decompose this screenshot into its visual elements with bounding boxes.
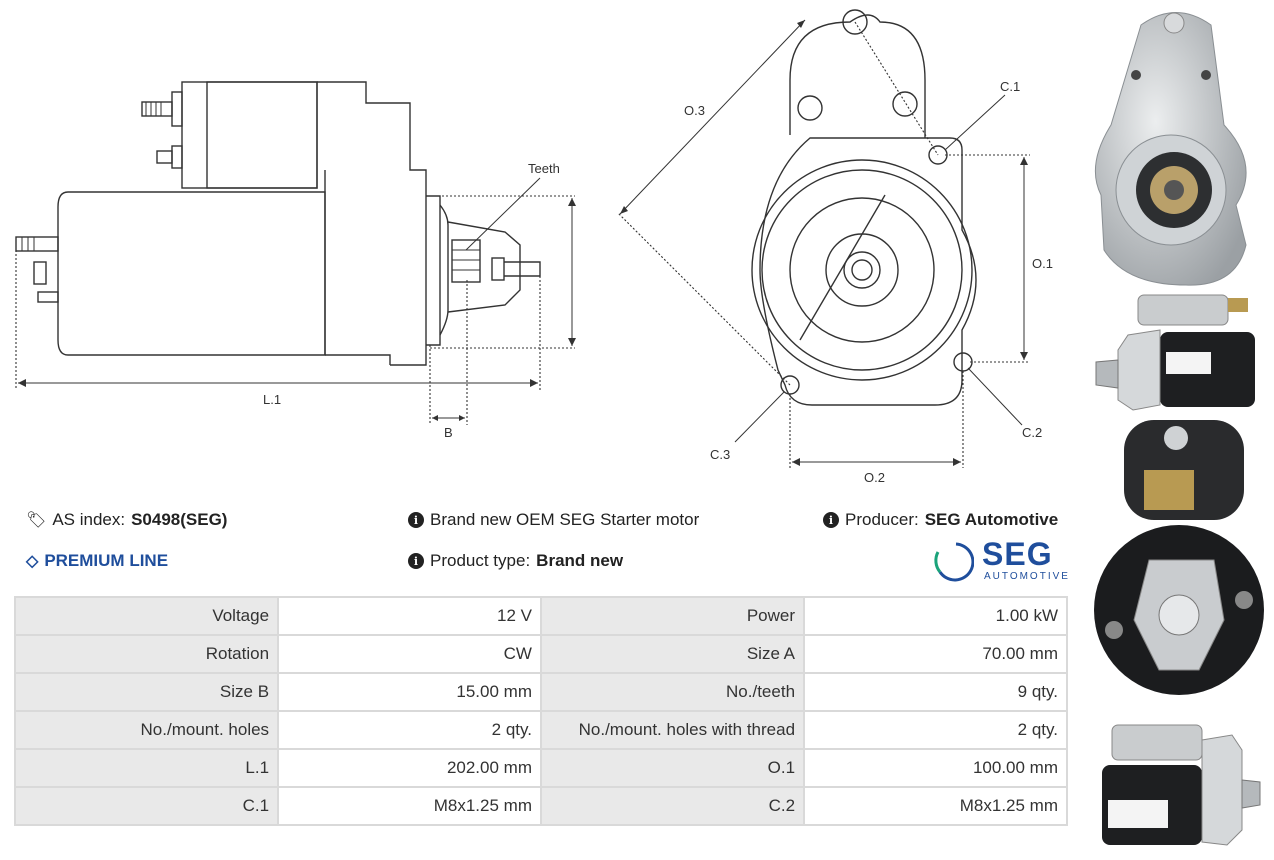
spec-key: Voltage xyxy=(16,598,278,634)
producer-value: SEG Automotive xyxy=(924,510,1059,529)
product-photo-front[interactable] xyxy=(1086,5,1266,290)
as-index-value: S0498(SEG) xyxy=(131,510,228,529)
product-type-label: Product type: xyxy=(430,551,531,570)
producer-label: Producer: xyxy=(845,510,919,529)
diamond-icon: ◇ xyxy=(26,553,39,570)
spec-key: Size A xyxy=(541,636,804,672)
spec-value: 15.00 mm xyxy=(279,674,540,710)
spec-value: 2 qty. xyxy=(805,712,1066,748)
spec-key: No./mount. holes with thread xyxy=(541,712,804,748)
producer: i Producer: SEG Automotive xyxy=(823,510,1058,530)
spec-value: 202.00 mm xyxy=(279,750,540,786)
spec-key: No./mount. holes xyxy=(16,712,278,748)
spec-key: C.2 xyxy=(541,788,804,824)
dim-label-c3: C.3 xyxy=(710,447,730,462)
spec-value: 12 V xyxy=(279,598,540,634)
info-icon: i xyxy=(408,553,424,569)
spec-value: M8x1.25 mm xyxy=(805,788,1066,824)
info-icon: i xyxy=(823,512,839,528)
dim-label-o2: O.2 xyxy=(864,470,885,485)
spec-key: Power xyxy=(541,598,804,634)
product-photo-side[interactable] xyxy=(1088,290,1258,415)
spec-value: 2 qty. xyxy=(279,712,540,748)
spec-value: 9 qty. xyxy=(805,674,1066,710)
dim-label-c2: C.2 xyxy=(1022,425,1042,440)
spec-key: Rotation xyxy=(16,636,278,672)
info-icon: i xyxy=(408,512,424,528)
product-type-value: Brand new xyxy=(536,551,624,570)
spec-value: M8x1.25 mm xyxy=(279,788,540,824)
spec-value: CW xyxy=(279,636,540,672)
motor-body xyxy=(57,191,326,356)
seg-logo-subtext: AUTOMOTIVE xyxy=(984,571,1070,582)
spec-value: 70.00 mm xyxy=(805,636,1066,672)
spec-key: No./teeth xyxy=(541,674,804,710)
premium-line-badge[interactable]: ◇ PREMIUM LINE xyxy=(26,551,168,571)
seg-logo: SEG AUTOMOTIVE xyxy=(930,536,1070,584)
as-index-label: AS index: xyxy=(52,510,126,529)
flange-plate xyxy=(759,137,977,406)
spec-value: 100.00 mm xyxy=(805,750,1066,786)
product-type: i Product type: Brand new xyxy=(408,551,623,571)
spec-key: L.1 xyxy=(16,750,278,786)
dim-label-c1: C.1 xyxy=(1000,79,1020,94)
description-text: Brand new OEM SEG Starter motor xyxy=(430,510,700,529)
dim-label-teeth: Teeth xyxy=(528,161,560,176)
dim-label-o1: O.1 xyxy=(1032,256,1053,271)
product-photo-label[interactable] xyxy=(1092,720,1262,855)
spec-value: 1.00 kW xyxy=(805,598,1066,634)
dim-label-o3: O.3 xyxy=(684,103,705,118)
front-view-drawing: O.3 O.1 O.2 C.1 C.2 C.3 xyxy=(617,9,1053,485)
tags-icon: 🏷︎ xyxy=(26,512,47,529)
premium-line-label: PREMIUM LINE xyxy=(44,551,169,570)
as-index: 🏷︎ AS index: S0498(SEG) xyxy=(26,510,227,530)
spec-key: C.1 xyxy=(16,788,278,824)
description: i Brand new OEM SEG Starter motor xyxy=(408,510,699,530)
seg-logo-text: SEG xyxy=(982,536,1053,572)
dim-label-b: B xyxy=(444,425,453,440)
solenoid-body xyxy=(181,81,318,189)
spec-key: O.1 xyxy=(541,750,804,786)
product-photo-rear[interactable] xyxy=(1094,420,1270,710)
dim-label-l1: L.1 xyxy=(263,392,281,407)
spec-key: Size B xyxy=(16,674,278,710)
seg-logo-mark-icon xyxy=(934,542,974,582)
side-view-drawing: A L.1 B Teeth xyxy=(15,81,576,440)
